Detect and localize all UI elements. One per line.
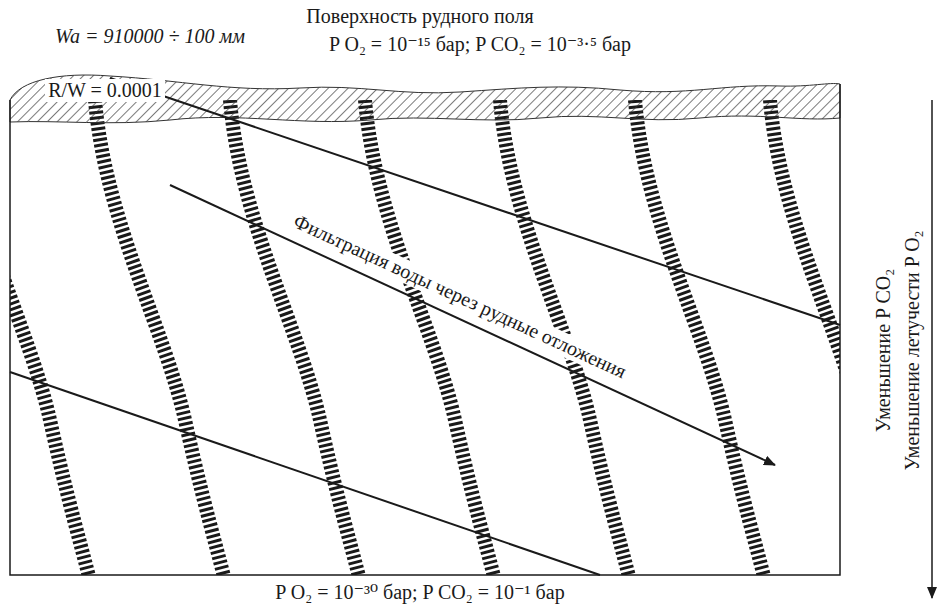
flow-label: Фильтрация воды через рудные отложения <box>287 208 632 384</box>
surface-layer <box>10 75 840 123</box>
ore-band <box>230 100 365 575</box>
condition-label: R/W = 0.0001 <box>45 79 165 102</box>
ore-band <box>770 100 840 575</box>
ore-band <box>635 100 770 575</box>
boundary-line <box>10 372 600 575</box>
boundary-line <box>110 78 840 325</box>
condition-label: P O₂ = 10⁻³⁰ бар; P CO₂ = 10⁻¹ бар <box>275 581 564 604</box>
condition-label: P O₂ = 10⁻¹⁵ бар; P CO₂ = 10⁻³·⁵ бар <box>329 33 631 56</box>
gradient-label: Уменьшение P CO₂ <box>873 268 896 431</box>
ore-bands <box>10 100 840 575</box>
section-frame <box>10 84 840 575</box>
ore-band <box>10 100 95 575</box>
gradient-arrow <box>931 100 933 598</box>
ore-band <box>95 100 230 575</box>
gradient-label: Уменьшение летучести P O₂ <box>901 230 924 470</box>
condition-label: Wa = 910000 ÷ 100 мм <box>55 25 245 48</box>
flow-arrow <box>170 185 775 465</box>
condition-label: Поверхность рудного поля <box>306 5 533 28</box>
